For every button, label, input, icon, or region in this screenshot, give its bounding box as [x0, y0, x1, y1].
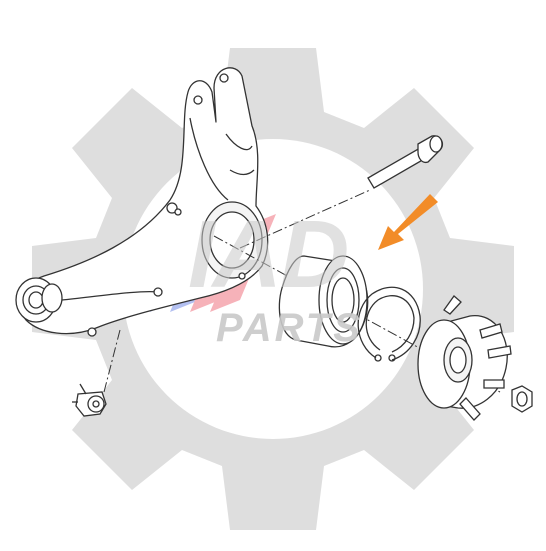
wheel-hub-icon: [417, 295, 512, 421]
wheel-bearing-icon: [278, 255, 369, 348]
axle-nut-icon: [511, 385, 533, 413]
highlight-arrow-icon: [378, 194, 438, 250]
retaining-circlip-icon: [357, 286, 421, 362]
bushing-icon: [15, 277, 63, 323]
rear-trailing-arm-icon: [19, 67, 269, 337]
abs-sensor-icon: [72, 383, 107, 417]
hub-bolt-icon: [367, 135, 444, 189]
